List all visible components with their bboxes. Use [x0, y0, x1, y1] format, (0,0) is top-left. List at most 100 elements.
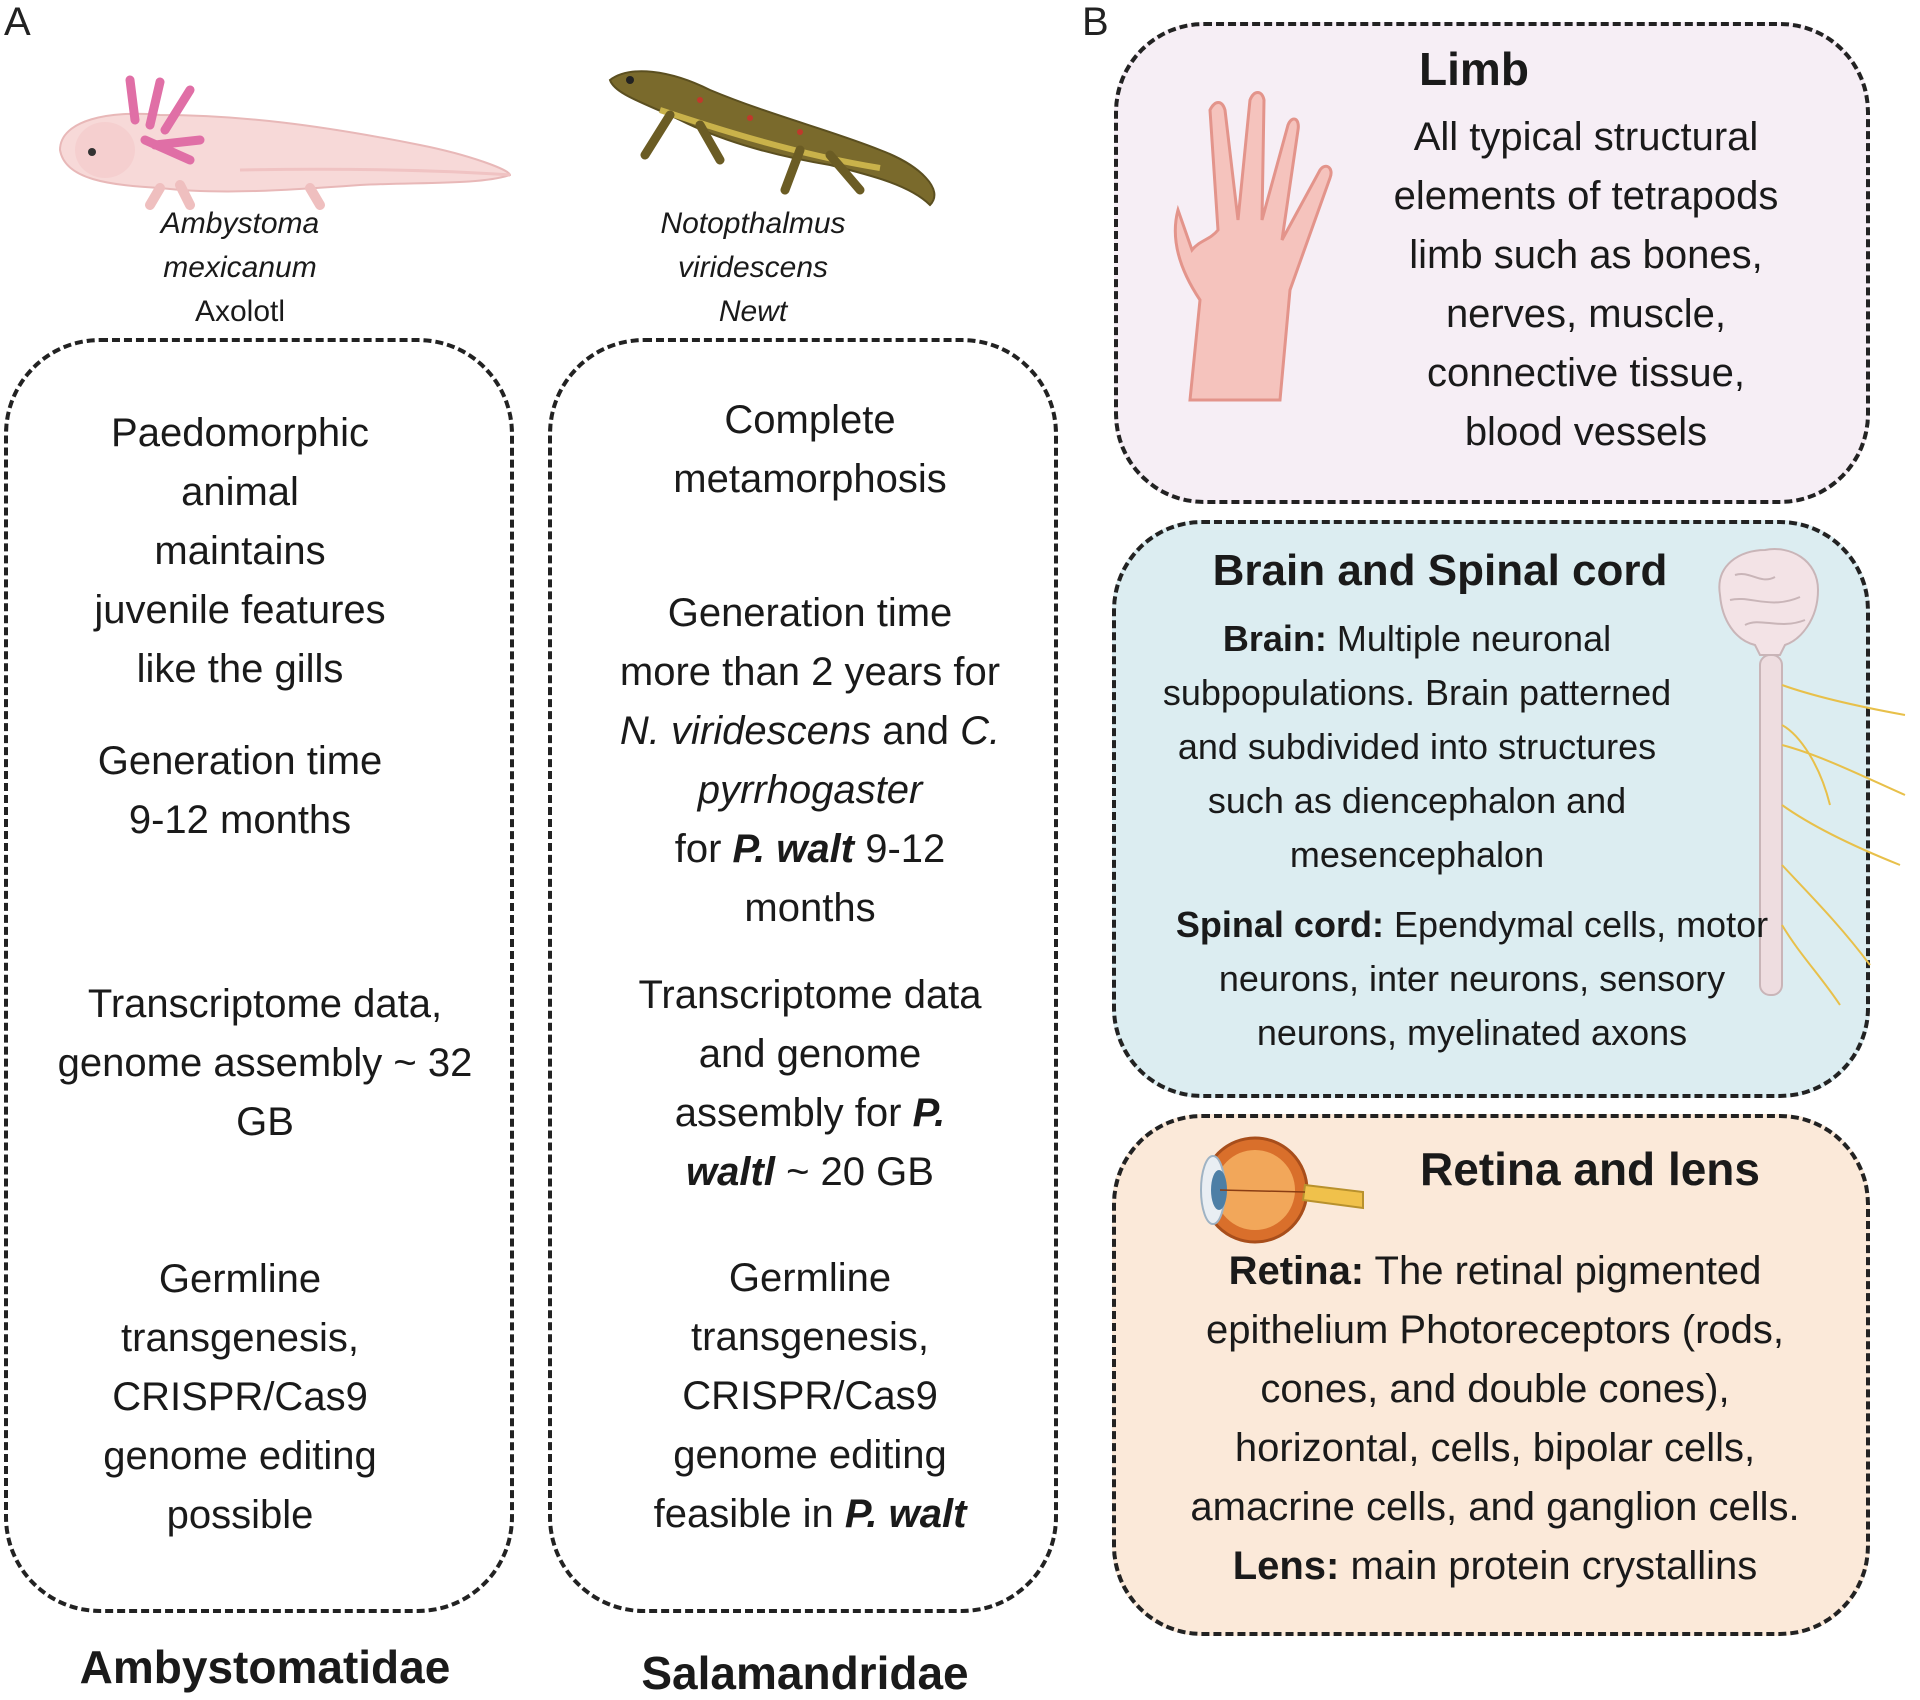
axolotl-common-name: Axolotl	[194, 295, 286, 328]
axolotl-generation-text: Generation time 9-12 months	[20, 732, 460, 850]
newt-common-name: Newt	[718, 295, 788, 328]
months-value: 9-12	[865, 827, 946, 871]
text-line: transgenesis,	[691, 1315, 929, 1359]
retina-label: Retina:	[1228, 1249, 1365, 1293]
text-line: mesencephalon	[1289, 834, 1545, 875]
limb-description: All typical structural elements of tetra…	[1346, 108, 1826, 462]
brain-spinal-cord-illustration	[1718, 548, 1906, 1006]
text-line: waltl ~ 20 GB	[580, 1143, 1040, 1202]
genome-size: ~ 20 GB	[786, 1150, 934, 1194]
text-line: blood vessels	[1464, 410, 1708, 454]
eye-illustration	[1200, 1136, 1364, 1244]
text-line: genome editing	[673, 1433, 947, 1477]
text-line: connective tissue,	[1427, 351, 1745, 395]
ambystomatidae-box	[4, 338, 514, 1613]
text-line: more than 2 years for	[619, 650, 1001, 694]
text-line: N. viridescens and C.	[580, 702, 1040, 761]
hand-illustration	[1173, 91, 1333, 402]
text-line: like the gills	[136, 647, 344, 691]
text-line: limb such as bones,	[1409, 233, 1763, 277]
text-fragment: main protein crystallins	[1339, 1544, 1758, 1588]
species-p-genus: P.	[912, 1091, 946, 1135]
text-line: months	[744, 886, 876, 930]
text-fragment: Ependymal cells, motor	[1383, 904, 1769, 945]
newt-name: Notopthalmus viridescens Newt	[583, 202, 923, 334]
retina-title: Retina and lens	[1420, 1143, 1760, 1195]
text-line: All typical structural	[1413, 115, 1759, 159]
text-line: genome assembly ~ 32	[57, 1041, 473, 1085]
newt-illustration	[608, 70, 936, 207]
species-c-pyrrhogaster: pyrrhogaster	[697, 768, 923, 812]
brain-description: Brain: Multiple neuronal subpopulations.…	[1132, 612, 1702, 882]
text-line: neurons, myelinated axons	[1256, 1012, 1688, 1053]
retina-lens-box	[1112, 1114, 1870, 1636]
newt-transcriptome-text: Transcriptome data and genome assembly f…	[580, 966, 1040, 1202]
newt-generation-text: Generation time more than 2 years for N.…	[580, 584, 1040, 938]
text-line: Paedomorphic	[111, 411, 369, 455]
text-line: epithelium Photoreceptors (rods,	[1205, 1308, 1785, 1352]
retina-description: Retina: The retinal pigmented epithelium…	[1140, 1242, 1850, 1596]
brain-label: Brain:	[1222, 618, 1327, 659]
text-fragment: assembly for	[674, 1091, 902, 1135]
species-n-viridescens: N. viridescens	[619, 709, 872, 753]
text-line: animal	[181, 470, 299, 514]
text-line: Brain: Multiple neuronal	[1132, 612, 1702, 666]
metamorphosis-text: Complete metamorphosis	[580, 391, 1040, 509]
salamandridae-box	[548, 338, 1058, 1613]
newt-germline-text: Germline transgenesis, CRISPR/Cas9 genom…	[580, 1249, 1040, 1544]
text-line: 9-12 months	[128, 798, 352, 842]
axolotl-transcriptome-text: Transcriptome data, genome assembly ~ 32…	[20, 975, 510, 1152]
text-line: feasible in P. walt	[580, 1485, 1040, 1544]
lens-label: Lens:	[1232, 1544, 1340, 1588]
text-fragment: feasible in	[653, 1492, 834, 1536]
text-fragment: The retinal pigmented	[1364, 1249, 1762, 1293]
text-line: amacrine cells, and ganglion cells.	[1190, 1485, 1800, 1529]
family-ambystomatidae: Ambystomatidae	[79, 1641, 451, 1693]
text-line: and genome	[698, 1032, 922, 1076]
text-line: Transcriptome data	[638, 973, 982, 1017]
text-line: and subdivided into structures	[1177, 726, 1657, 767]
species-p-walt-2: P. walt	[844, 1492, 967, 1536]
text-line: for P. walt 9-12	[580, 820, 1040, 879]
text-line: metamorphosis	[673, 457, 947, 501]
text-line: horizontal, cells, bipolar cells,	[1234, 1426, 1756, 1470]
axolotl-genus: Ambystoma	[160, 207, 320, 240]
text-line: Lens: main protein crystallins	[1140, 1537, 1850, 1596]
species-p-walt: P. walt	[732, 827, 855, 871]
family-salamandridae: Salamandridae	[641, 1647, 969, 1699]
newt-genus: Notopthalmus	[660, 207, 846, 240]
axolotl-species: mexicanum	[163, 251, 317, 284]
text-line: neurons, inter neurons, sensory	[1218, 958, 1726, 999]
limb-title: Limb	[1419, 43, 1529, 95]
text-line: Germline	[728, 1256, 892, 1300]
text-line: subpopulations. Brain patterned	[1162, 672, 1672, 713]
axolotl-illustration	[58, 75, 512, 210]
text-line: genome editing	[103, 1434, 377, 1478]
text-line: nerves, muscle,	[1445, 292, 1727, 336]
text-line: transgenesis,	[121, 1316, 359, 1360]
text-line: such as diencephalon and	[1207, 780, 1627, 821]
text-line: Germline	[158, 1257, 322, 1301]
text-line: Complete	[724, 398, 896, 442]
axolotl-germline-text: Germline transgenesis, CRISPR/Cas9 genom…	[20, 1250, 460, 1545]
spinal-cord-description: Spinal cord: Ependymal cells, motor neur…	[1132, 898, 1812, 1060]
species-waltl: waltl	[686, 1150, 775, 1194]
text-line: CRISPR/Cas9	[682, 1374, 938, 1418]
text-line: GB	[236, 1100, 294, 1144]
spinal-cord-label: Spinal cord:	[1175, 904, 1384, 945]
text-line: Transcriptome data,	[87, 982, 443, 1026]
text-line: Generation time	[97, 739, 383, 783]
text-line: maintains	[154, 529, 326, 573]
text-line: Retina: The retinal pigmented	[1140, 1242, 1850, 1301]
paedomorphic-text: Paedomorphic animal maintains juvenile f…	[20, 404, 460, 699]
text-line: Spinal cord: Ependymal cells, motor	[1132, 898, 1812, 952]
panel-b-letter: B	[1082, 0, 1109, 44]
text-line: CRISPR/Cas9	[112, 1375, 368, 1419]
text-line: elements of tetrapods	[1393, 174, 1779, 218]
axolotl-name: Ambystoma mexicanum Axolotl	[70, 202, 410, 334]
newt-species: viridescens	[677, 251, 829, 284]
word-and: and	[882, 709, 949, 753]
text-line: Generation time	[667, 591, 953, 635]
species-c-genus: C.	[960, 709, 1001, 753]
text-line: assembly for P.	[580, 1084, 1040, 1143]
